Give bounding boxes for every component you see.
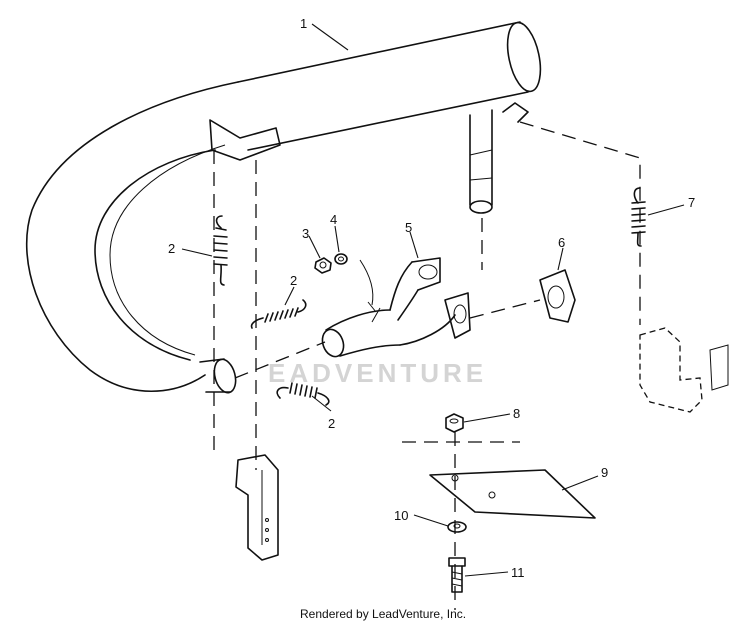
washer-part-10 <box>447 521 467 533</box>
callout-3: 3 <box>302 226 309 241</box>
callout-4: 4 <box>330 212 337 227</box>
callout-9: 9 <box>601 465 608 480</box>
callout-5: 5 <box>405 220 412 235</box>
footer-credit: Rendered by LeadVenture, Inc. <box>300 607 466 621</box>
leader-lines <box>181 23 685 577</box>
spring-part-lower <box>276 382 330 406</box>
left-frame-bracket <box>235 454 279 561</box>
spring-part-upper <box>213 215 228 286</box>
y-pipe-part <box>321 257 471 358</box>
callout-8: 8 <box>513 406 520 421</box>
callout-2-upper: 2 <box>168 241 175 256</box>
nut-part-3 <box>314 257 332 274</box>
gasket-part <box>539 269 576 323</box>
washer-part-4 <box>334 253 348 265</box>
spring-part-right <box>631 187 646 247</box>
spring-part-middle <box>250 299 307 329</box>
callout-10: 10 <box>394 508 408 523</box>
callout-2-lower: 2 <box>328 416 335 431</box>
callout-7: 7 <box>688 195 695 210</box>
callout-2-middle: 2 <box>290 273 297 288</box>
watermark-text: EADVENTURE <box>268 358 487 388</box>
callout-11: 11 <box>511 565 525 580</box>
bolt-part-11 <box>448 557 466 593</box>
muffler-part <box>25 21 542 394</box>
callout-6: 6 <box>558 235 565 250</box>
callout-1: 1 <box>300 16 307 31</box>
right-frame-bracket <box>639 327 729 413</box>
assembly-dash-lines <box>213 121 641 610</box>
nut-part-8 <box>445 413 464 433</box>
callout-labels: 1 2 2 2 3 4 5 6 7 8 9 10 11 <box>168 16 695 580</box>
